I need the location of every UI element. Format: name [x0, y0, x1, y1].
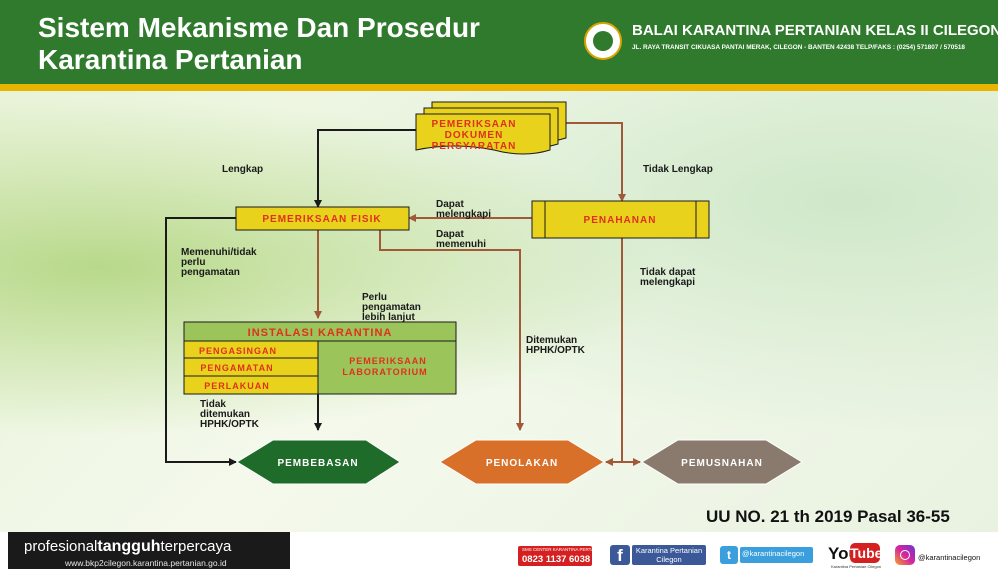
logo-emblem-icon: [593, 31, 613, 51]
doc-label-line1: PEMERIKSAAN: [432, 119, 517, 130]
doc-label-line3: PERSYARATAN: [432, 141, 517, 152]
pembebasan-label: PEMBEBASAN: [277, 458, 358, 469]
tagline-text: profesionaltangguhterpercaya: [24, 538, 231, 556]
arrow-fisik-to-pembebasan: [165, 217, 237, 466]
organization-logo: [584, 22, 622, 60]
label-perlu-2: pengamatan: [362, 302, 421, 313]
facebook-label-line1: Karantina Pertanian: [635, 546, 703, 555]
pengasingan-label: PENGASINGAN: [199, 346, 277, 356]
arrow-doc-to-fisik: [314, 129, 416, 208]
label-dapat-memenuhi-1: Dapat: [436, 229, 464, 240]
penahanan-label: PENAHANAN: [584, 215, 657, 226]
label-dapat-memenuhi-2: memenuhi: [436, 239, 486, 250]
perlakuan-label: PERLAKUAN: [204, 381, 270, 391]
doc-label-line2: DOKUMEN: [445, 130, 504, 141]
twitter-icon: t: [720, 546, 738, 564]
tagline-pre: profesional: [24, 538, 98, 555]
pemeriksaan-fisik-node: PEMERIKSAAN FISIK: [235, 206, 410, 231]
arrow-fisik-to-penolakan: [379, 230, 524, 431]
label-dapat-melengkapi-1: Dapat: [436, 199, 464, 210]
sms-center-badge: [518, 546, 592, 566]
pemeriksaan-dokumen-node: PEMERIKSAAN DOKUMEN PERSYARATAN: [415, 101, 567, 155]
label-dapat-melengkapi-2: melengkapi: [436, 209, 491, 220]
twitter-badge: [740, 547, 813, 563]
page-title: Sistem Mekanisme Dan Prosedur Karantina …: [38, 12, 480, 76]
instalasi-label: INSTALASI KARANTINA: [248, 327, 393, 339]
facebook-icon: f: [610, 545, 630, 565]
label-memenuhi-1: Memenuhi/tidak: [181, 247, 257, 258]
label-ditemukan-2: HPHK/OPTK: [526, 345, 586, 356]
label-perlu-3: lebih lanjut: [362, 312, 415, 323]
sms-center-number: 0823 1137 6038: [522, 554, 591, 565]
label-tidak-dapat-1: Tidak dapat: [640, 267, 696, 278]
lab-label-line2: LABORATORIUM: [342, 367, 427, 377]
pemusnahan-node: PEMUSNAHAN: [641, 439, 803, 485]
label-memenuhi-2: perlu: [181, 257, 205, 268]
label-tidak-lengkap: Tidak Lengkap: [643, 164, 713, 175]
header-bar: [0, 0, 998, 84]
label-tidak-ditemukan-3: HPHK/OPTK: [200, 419, 260, 430]
label-tidak-ditemukan-1: Tidak: [200, 399, 226, 410]
arrow-doc-to-penahanan: [566, 122, 626, 202]
pemusnahan-label: PEMUSNAHAN: [681, 458, 763, 469]
label-tidak-dapat-2: melengkapi: [640, 277, 695, 288]
twitter-handle: @karantinacilegon: [742, 549, 805, 558]
tagline-post: terpercaya: [160, 538, 232, 555]
facebook-label-line2: Cilegon: [656, 555, 682, 564]
fisik-label: PEMERIKSAAN FISIK: [262, 214, 381, 225]
tagline-banner: [8, 532, 290, 569]
label-memenuhi-3: pengamatan: [181, 267, 240, 278]
instalasi-karantina-node: INSTALASI KARANTINA PENGASINGAN PENGAMAT…: [183, 321, 457, 395]
penolakan-node: PENOLAKAN: [439, 439, 605, 485]
label-tidak-ditemukan-2: ditemukan: [200, 409, 250, 420]
law-reference: UU NO. 21 th 2019 Pasal 36-55: [706, 507, 950, 526]
tagline-bold: tangguh: [97, 538, 161, 555]
sms-center-caption: SMS CENTER KARANTINA PERTANIAN: [522, 547, 605, 552]
page-title-line2: Karantina Pertanian: [38, 44, 303, 75]
pembebasan-node: PEMBEBASAN: [236, 439, 401, 485]
lab-label-line1: PEMERIKSAAN: [349, 356, 427, 366]
penahanan-node: PENAHANAN: [531, 200, 710, 239]
organization-address: JL. RAYA TRANSIT CIKUASA PANTAI MERAK, C…: [632, 44, 965, 51]
website-url: www.bkp2cilegon.karantina.pertanian.go.i…: [65, 558, 227, 568]
instagram-icon-lens: [900, 550, 910, 560]
label-ditemukan-1: Ditemukan: [526, 335, 577, 346]
label-perlu-1: Perlu: [362, 292, 387, 303]
organization-name: BALAI KARANTINA PERTANIAN KELAS II CILEG…: [632, 22, 998, 39]
youtube-channel: Karantina Pertanian Cilegon: [831, 564, 882, 569]
label-lengkap: Lengkap: [222, 164, 263, 175]
instagram-handle: @karantinacilegon: [918, 553, 981, 562]
pengamatan-label: PENGAMATAN: [200, 363, 273, 373]
youtube-logo-tube: Tube: [850, 543, 883, 563]
page-title-line1: Sistem Mekanisme Dan Prosedur: [38, 12, 480, 43]
arrow-penahanan-to-pemusnahan: [605, 238, 623, 466]
header-accent-bar: [0, 84, 998, 91]
penolakan-label: PENOLAKAN: [486, 458, 558, 469]
facebook-badge: [632, 545, 706, 565]
